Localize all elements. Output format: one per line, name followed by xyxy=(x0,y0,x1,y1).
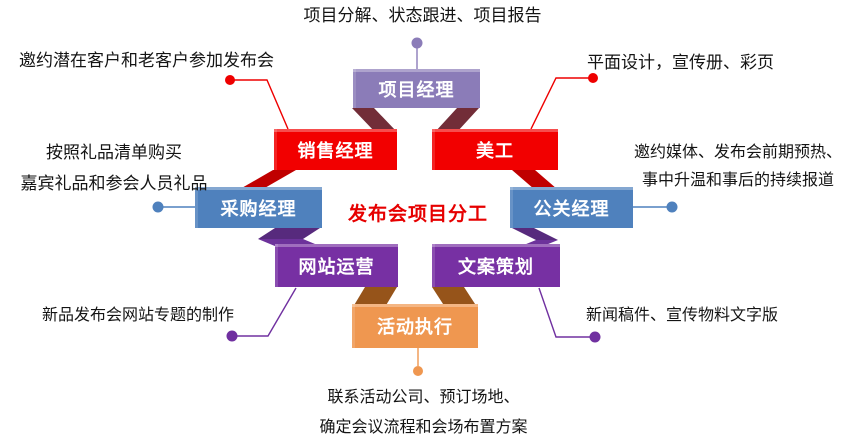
fold-upper-right xyxy=(512,170,557,189)
connector-bottom-right-line xyxy=(538,287,595,338)
node-art-designer: 美工 xyxy=(432,129,558,170)
fold-top-left xyxy=(352,108,397,132)
annotation-sales-manager: 邀约潜在客户和老客户参加发布会 xyxy=(19,51,274,71)
annotation-line: 按照礼品清单购买 xyxy=(46,143,182,162)
node-project-manager: 项目经理 xyxy=(353,69,480,108)
annotation-line: 新品发布会网站专题的制作 xyxy=(42,307,235,324)
annotation-copywriting: 新闻稿件、宣传物料文字版 xyxy=(586,306,778,326)
node-purchasing-manager: 采购经理 xyxy=(195,187,322,228)
node-sales-manager: 销售经理 xyxy=(274,129,397,170)
node-event-execution: 活动执行 xyxy=(352,304,478,348)
annotation-line: 邀约潜在客户和老客户参加发布会 xyxy=(19,51,274,70)
node-copywriting: 文案策划 xyxy=(432,244,560,287)
connector-bottom-left-dot xyxy=(226,330,238,342)
annotation-purchasing-manager: 按照礼品清单购买 嘉宾礼品和参会人员礼品 xyxy=(0,137,228,199)
connector-top-left-line xyxy=(230,79,289,130)
diagram-center-title: 发布会项目分工 xyxy=(347,204,488,225)
fold-top-right xyxy=(435,108,479,132)
annotation-line: 嘉宾礼品和参会人员礼品 xyxy=(20,174,208,193)
node-website-operations: 网站运营 xyxy=(275,244,398,287)
fold-upper-left xyxy=(240,170,296,189)
node-pr-manager: 公关经理 xyxy=(510,187,633,228)
connector-top-left-dot xyxy=(225,75,235,85)
annotation-website-operations: 新品发布会网站专题的制作 xyxy=(42,306,234,326)
annotation-line: 确定会议流程和会场布置方案 xyxy=(319,419,528,436)
connector-right-dot xyxy=(666,201,678,213)
annotation-pr-manager: 邀约媒体、发布会前期预热、 事中升温和事后的持续报道 xyxy=(628,139,848,195)
annotation-line: 联系活动公司、预订场地、 xyxy=(327,389,520,406)
annotation-art-designer: 平面设计，宣传册、彩页 xyxy=(587,53,774,73)
fold-bottom-right xyxy=(432,287,477,307)
connector-bottom-dot xyxy=(413,366,423,376)
connector-top-right-dot xyxy=(588,73,598,83)
annotation-line: 平面设计，宣传册、彩页 xyxy=(587,53,774,72)
annotation-line: 项目分解、状态跟进、项目报告 xyxy=(303,6,542,25)
connector-bottom-left-line xyxy=(232,287,297,337)
annotation-line: 新闻稿件、宣传物料文字版 xyxy=(586,307,779,324)
annotation-line: 事中升温和事后的持续报道 xyxy=(641,172,834,189)
annotation-project-manager: 项目分解、状态跟进、项目报告 xyxy=(230,6,615,26)
annotation-event-execution: 联系活动公司、预订场地、 确定会议流程和会场布置方案 xyxy=(301,383,546,443)
fold-lower-left-a xyxy=(258,228,320,239)
connector-bottom-right-dot xyxy=(589,331,601,343)
fold-lower-right-a xyxy=(512,228,558,240)
connector-top-dot xyxy=(411,37,423,49)
connector-top-right-line xyxy=(530,77,593,130)
annotation-line: 邀约媒体、发布会前期预热、 xyxy=(633,144,842,161)
fold-bottom-left xyxy=(353,287,397,307)
connector-left-dot xyxy=(152,201,164,213)
